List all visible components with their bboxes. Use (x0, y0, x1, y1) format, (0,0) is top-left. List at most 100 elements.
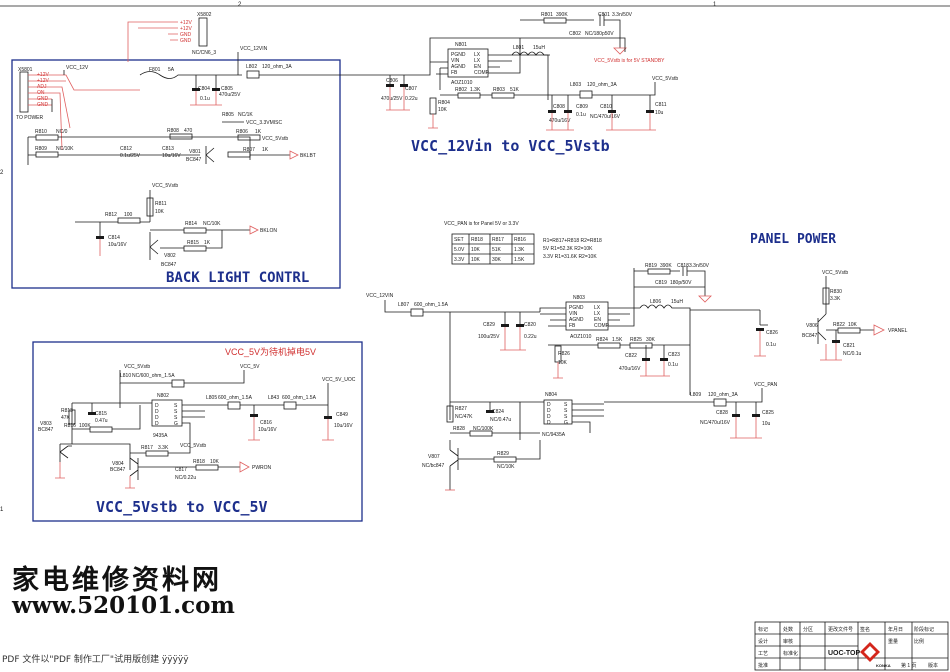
r806-ref: R806 (236, 129, 248, 135)
svg-text:审核: 审核 (783, 638, 793, 645)
r827-value: NC/47K (455, 414, 473, 420)
n801-value: AOZ1010 (451, 80, 473, 86)
r814-value: NC/10K (203, 221, 221, 227)
r830-ref: R830 (830, 289, 842, 295)
svg-text:AGND: AGND (451, 64, 466, 70)
svg-text:阶段标记: 阶段标记 (914, 626, 934, 633)
back-light-section-box (11, 59, 341, 289)
r811-value: 10K (155, 209, 165, 215)
r814-ref: R814 (185, 221, 197, 227)
svg-text:S: S (564, 402, 568, 408)
frame-mark-top-2: 2 (238, 2, 242, 8)
l843-value: 600_ohm_1.5A (282, 395, 317, 401)
r804-ref: R804 (438, 100, 450, 106)
vcc-pan-note: VCC_PAN is for Panel 5V or 3.3V (444, 221, 519, 227)
l801-ref: L801 (513, 45, 524, 51)
l807-ref: L807 (398, 302, 409, 308)
l810-ref: L810 (120, 373, 131, 379)
svg-text:COMP: COMP (594, 323, 610, 329)
svg-text:VIN: VIN (569, 311, 578, 317)
c819-ref: C819 (655, 280, 667, 286)
svg-text:S: S (564, 408, 568, 414)
frame-mark-left-1: 1 (0, 507, 4, 513)
svg-text:第 1 页: 第 1 页 (901, 662, 917, 669)
svg-text:VIN: VIN (451, 58, 460, 64)
r816-value: 100K (79, 423, 91, 429)
x5801-body (19, 71, 29, 113)
v807-value: NC/bc847 (422, 463, 444, 469)
l806-ref: L806 (650, 299, 661, 305)
c809-ref: C809 (576, 104, 588, 110)
c819-value: 180p/50V (670, 280, 692, 286)
svg-text:设计: 设计 (758, 638, 768, 645)
l843-ref: L843 (268, 395, 279, 401)
net-vcc5vstb-b: VCC_5Vstb (152, 183, 178, 189)
c808-ref: C808 (553, 104, 565, 110)
r828-value: NC/100K (473, 426, 494, 432)
sheet-name: UOC-TOP (828, 650, 860, 657)
x5802-value: NC/CN6_3 (192, 50, 216, 56)
r809-value: NC/10K (56, 146, 74, 152)
r804-value: 10K (438, 107, 448, 113)
c822-value: 470u/16V (619, 366, 641, 372)
c808-value: 470u/16V (549, 118, 571, 124)
vcc12-to-5-title: VCC_12Vin to VCC_5Vstb (411, 137, 610, 155)
svg-text:AGND: AGND (569, 317, 584, 323)
n803-ref: N803 (573, 295, 585, 301)
r811-ref: R811 (155, 201, 167, 207)
svg-text:10K: 10K (471, 247, 481, 253)
x5802-ref: X5802 (197, 12, 212, 18)
net-vcc5v-a: VCC_5V (240, 364, 260, 370)
r824-ref: R824 (596, 337, 608, 343)
l803-ref: L803 (570, 82, 581, 88)
r809-ref: R809 (35, 146, 47, 152)
c818-value: 3.3n/50V (689, 263, 710, 269)
c814-ref: C814 (108, 235, 120, 241)
x5801-pin-labels: +12V +12V ADJ ON GND GND (37, 72, 49, 108)
svg-text:LX: LX (594, 305, 601, 311)
l805-ref: L805 (206, 395, 217, 401)
c804-ref: C804 (198, 86, 210, 92)
r816-ref: R816 (64, 423, 76, 429)
r807-value: 1K (262, 147, 269, 153)
v801-ref: V801 (189, 149, 201, 155)
r806-value: 1K (255, 129, 262, 135)
c829-ref: C829 (483, 322, 495, 328)
c817-ref: C817 (175, 467, 187, 473)
c813-ref: C813 (162, 146, 174, 152)
r830-value: 3.3K (830, 296, 841, 302)
n803-value: AOZ1010 (570, 334, 592, 340)
r822-ref: R822 (833, 322, 845, 328)
c806-ref: C806 (386, 78, 398, 84)
svg-text:D: D (155, 415, 159, 421)
svg-text:PGND: PGND (451, 52, 466, 58)
svg-text:EN: EN (474, 64, 481, 70)
c826-ref: C826 (766, 330, 778, 336)
svg-text:R816: R816 (514, 237, 526, 243)
svg-text:R818: R818 (471, 237, 483, 243)
r829-ref: R829 (497, 451, 509, 457)
svg-text:S: S (174, 403, 178, 409)
svg-text:+12V: +12V (180, 26, 192, 32)
n804-pin-letters: DD DD SS SG (547, 402, 568, 426)
c805-value: 470u/25V (219, 92, 241, 98)
c804-value: 0.1u (200, 96, 210, 102)
svg-text:处数: 处数 (783, 626, 793, 633)
v806-ref: V806 (806, 323, 818, 329)
c816-value: 10u/16V (258, 427, 277, 433)
svg-text:S: S (564, 414, 568, 420)
v807-ref: V807 (428, 454, 440, 460)
frame-mark-top-1: 1 (713, 2, 717, 8)
r801-value: 390K (556, 12, 568, 18)
f801-ref: F801 (149, 67, 161, 73)
c806-value: 470u/25V (381, 96, 403, 102)
r819-ref: R819 (645, 263, 657, 269)
watermark-cn: 家电维修资料网 (12, 565, 222, 596)
svg-text:1.3K: 1.3K (514, 247, 525, 253)
svg-text:G: G (174, 421, 178, 427)
c820-value: 0.22u (524, 334, 537, 340)
l806-value: 15uH (671, 299, 683, 305)
c826-value: 0.1u (766, 342, 776, 348)
v802-value: BC847 (161, 262, 177, 268)
r807-ref: R807 (243, 147, 255, 153)
